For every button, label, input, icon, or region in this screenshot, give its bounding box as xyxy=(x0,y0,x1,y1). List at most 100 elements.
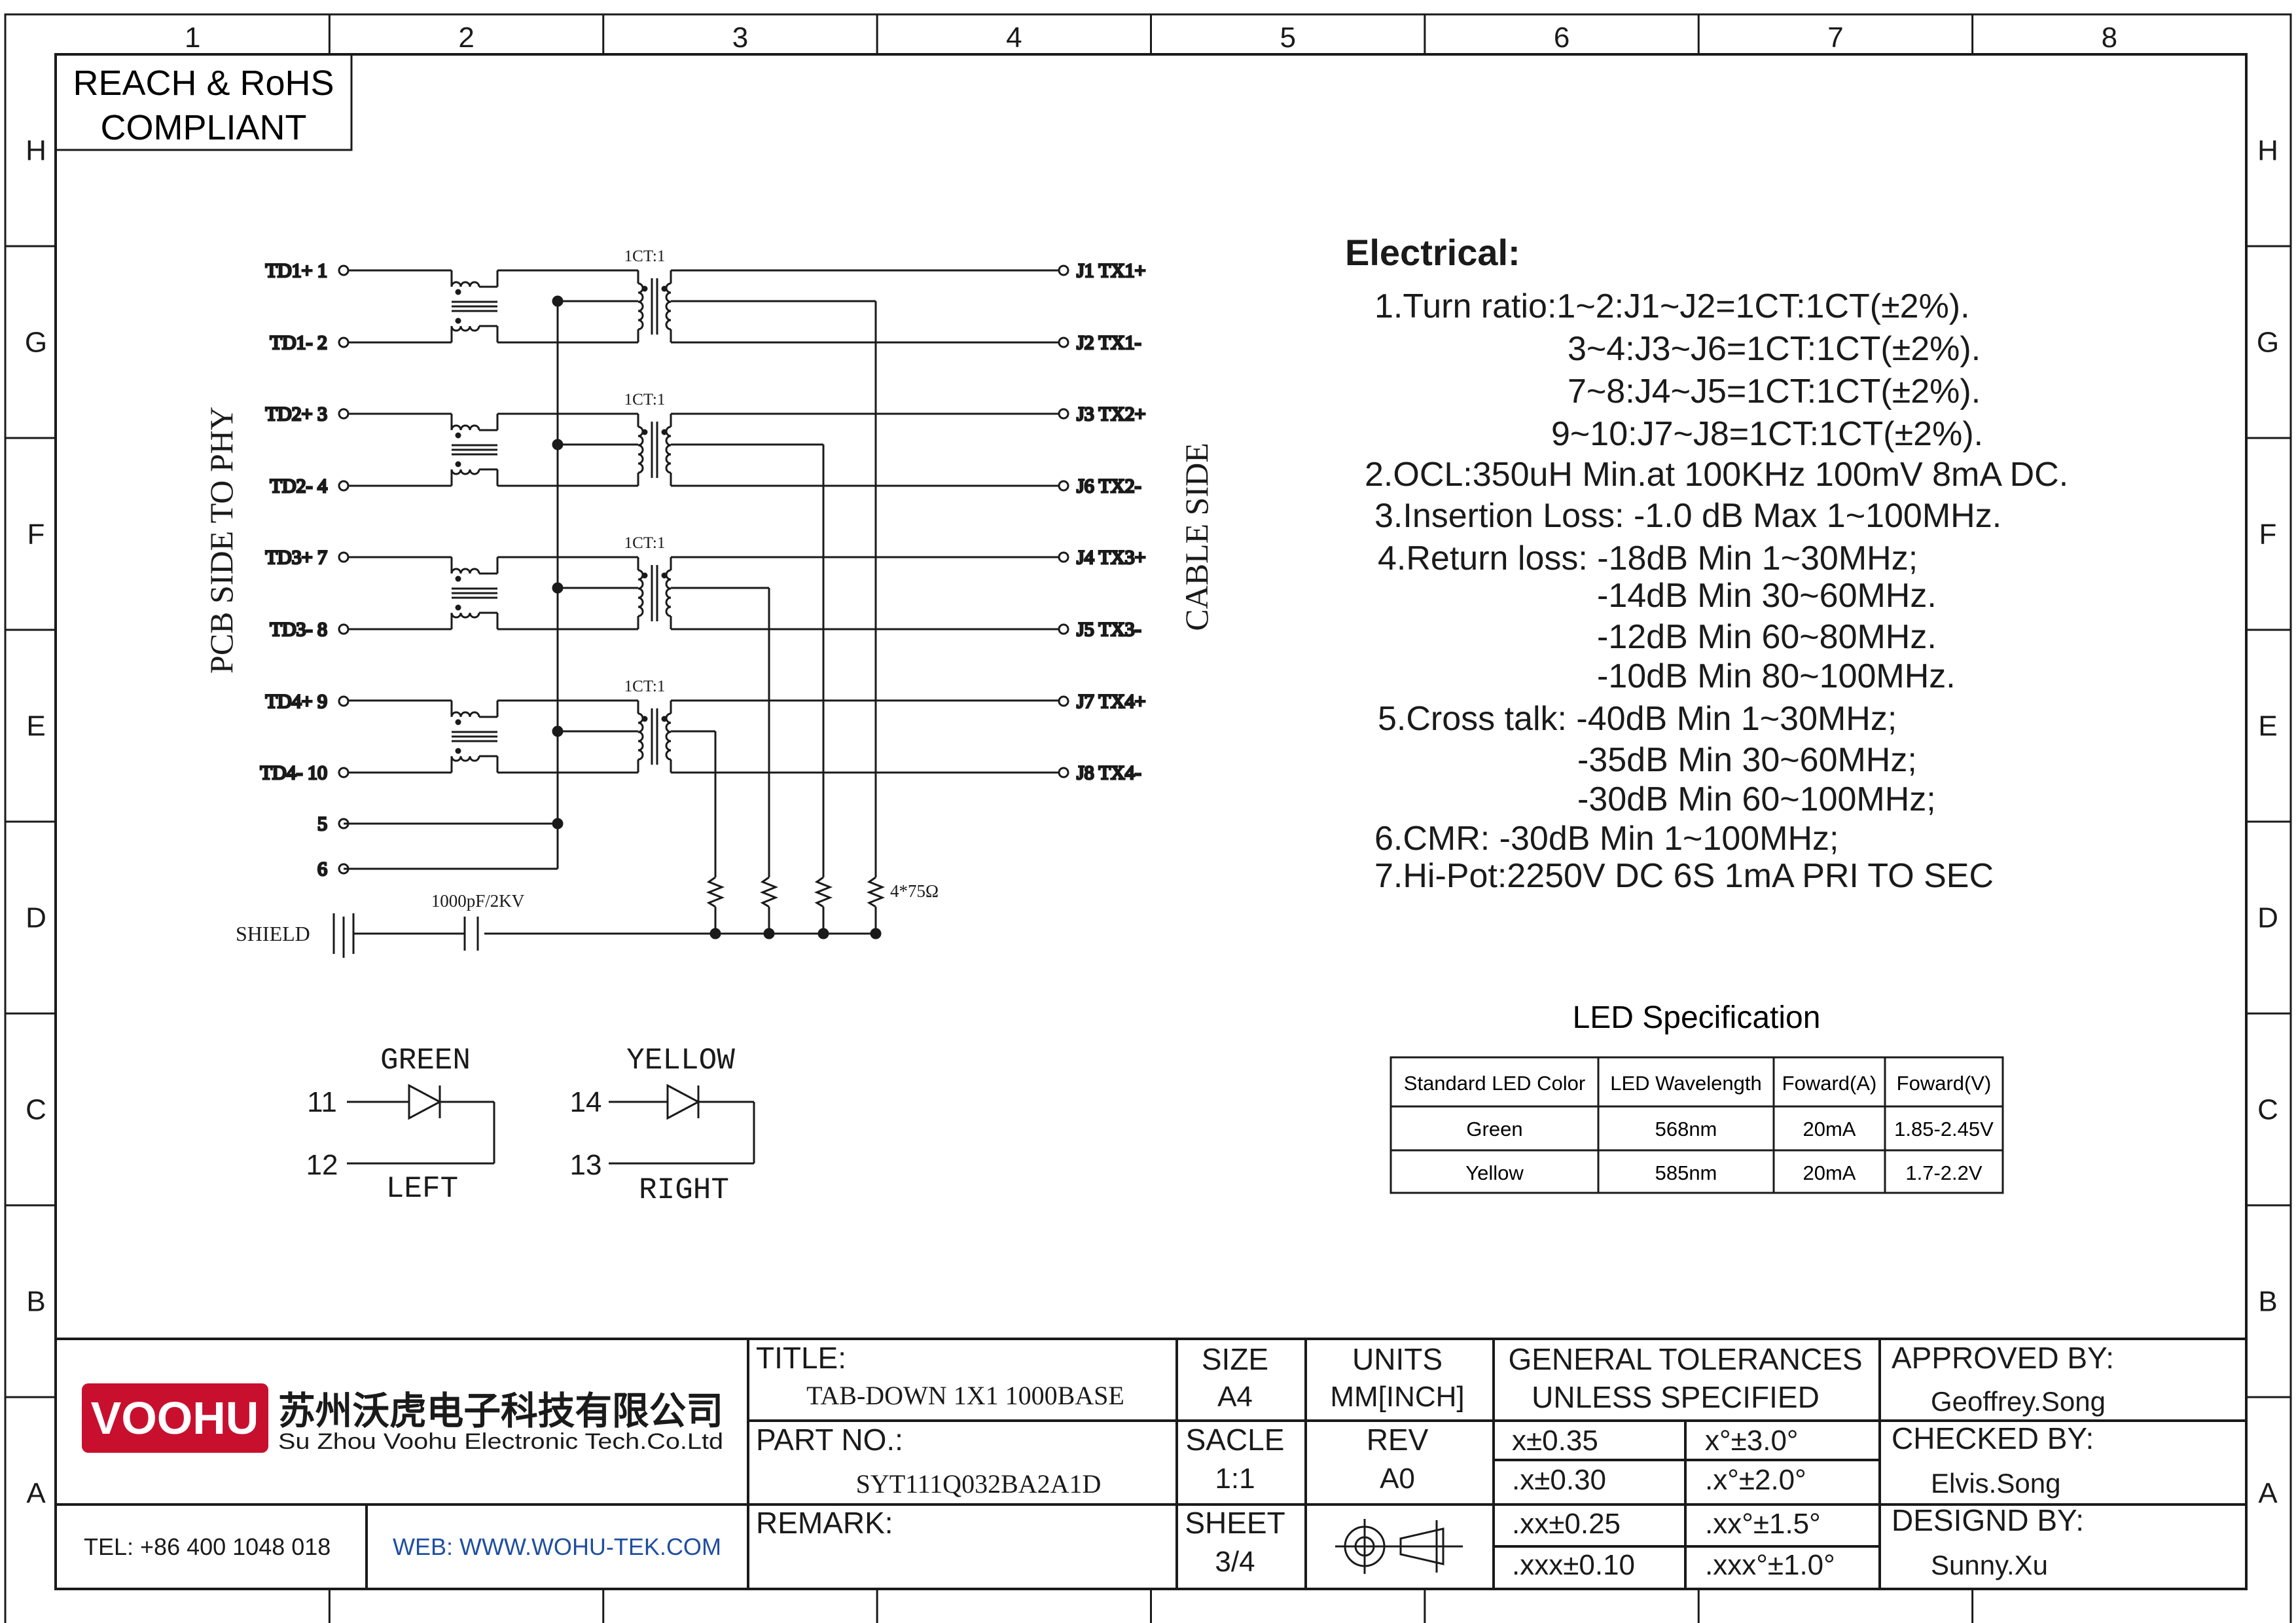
electrical-heading: Electrical: xyxy=(1345,232,1520,273)
grid-column-label: 5 xyxy=(1280,22,1295,54)
compliance-line-1: REACH & RoHS xyxy=(73,64,334,103)
pin-terminal xyxy=(338,695,350,707)
tolerance-linear: .xxx±0.10 xyxy=(1512,1549,1635,1581)
checked-label: CHECKED BY: xyxy=(1892,1421,2094,1455)
grid-column-label: 3 xyxy=(732,22,748,54)
electrical-spec-line: 9~10:J7~J8=1CT:1CT(±2%). xyxy=(1551,415,1983,453)
left-pin-label: TD1- 2 xyxy=(270,332,327,354)
right-pin-label: J5 TX3- xyxy=(1077,619,1141,640)
right-pin-label: J3 TX2+ xyxy=(1077,403,1146,425)
led-table-cell: 20mA xyxy=(1803,1118,1856,1140)
grid-column-label: 2 xyxy=(458,22,474,54)
grid-row-label-left: B xyxy=(26,1286,45,1318)
led-schematic: GREEN 11 12 LEFT YELLOW 14 13 RIGHT xyxy=(306,1044,755,1207)
sheet-label: SHEET xyxy=(1185,1506,1285,1540)
tolerance-title-1: GENERAL TOLERANCES xyxy=(1508,1342,1862,1376)
right-pin-label: J6 TX2- xyxy=(1077,475,1141,497)
part-no-value: SYT111Q032BA2A1D xyxy=(856,1469,1102,1499)
grid-row-label-right: F xyxy=(2259,519,2277,551)
termination-resistor xyxy=(759,876,779,939)
approved-value: Geoffrey.Song xyxy=(1931,1386,2106,1417)
rev-value: A0 xyxy=(1380,1463,1415,1495)
grid-row-label-left: A xyxy=(26,1478,46,1510)
led-table-header: Standard LED Color xyxy=(1404,1072,1585,1095)
grid-row-label-right: E xyxy=(2258,710,2277,742)
transformer-ratio-label: 1CT:1 xyxy=(624,247,666,265)
transformer-ratio-label: 1CT:1 xyxy=(624,391,666,409)
pin-terminal xyxy=(338,264,350,276)
led-table-cell: Yellow xyxy=(1465,1161,1524,1184)
electrical-spec-line: 3~4:J3~J6=1CT:1CT(±2%). xyxy=(1568,330,1981,368)
pin-terminal xyxy=(338,551,350,563)
tolerance-angular: .xx°±1.5° xyxy=(1705,1508,1821,1540)
designed-label: DESIGND BY: xyxy=(1892,1503,2084,1537)
sheet-frame xyxy=(4,13,2292,1623)
electrical-spec-line: 1.Turn ratio:1~2:J1~J2=1CT:1CT(±2%). xyxy=(1374,287,1970,325)
led-table-cell: 568nm xyxy=(1655,1118,1717,1140)
contact-tel: TEL: +86 400 1048 018 xyxy=(84,1533,331,1560)
company-name-cn: 苏州沃虎电子科技有限公司 xyxy=(278,1390,723,1432)
third-angle-projection-icon xyxy=(1335,1519,1463,1574)
size-value: A4 xyxy=(1217,1381,1253,1413)
grid-row-label-left: C xyxy=(26,1094,46,1126)
transformer-ratio-label: 1CT:1 xyxy=(624,678,666,695)
right-pin-label: J8 TX4- xyxy=(1077,762,1141,784)
pin-terminal xyxy=(1058,767,1069,778)
tolerance-linear: .x±0.30 xyxy=(1512,1464,1606,1496)
grid-row-label-right: A xyxy=(2258,1478,2278,1510)
green-led-label: GREEN xyxy=(380,1044,471,1078)
right-pin-label: J4 TX3+ xyxy=(1077,547,1146,568)
yellow-led-label: YELLOW xyxy=(626,1044,735,1078)
grid-column-label: 1 xyxy=(185,22,200,54)
electrical-spec-line: 3.Insertion Loss: -1.0 dB Max 1~100MHz. xyxy=(1374,497,2001,535)
grid-row-label-left: D xyxy=(26,902,46,934)
led-table-cell: Green xyxy=(1466,1118,1522,1140)
grid-row-label-right: B xyxy=(2258,1286,2277,1318)
grid-row-label-left: H xyxy=(26,135,46,167)
yellow-led-diode xyxy=(666,1084,701,1120)
title-block-text: VOOHU 苏州沃虎电子科技有限公司 Su Zhou Voohu Electro… xyxy=(82,1341,2114,1581)
pin-terminal xyxy=(1058,623,1069,635)
sheet-value: 3/4 xyxy=(1215,1546,1255,1578)
pcb-side-label: PCB SIDE TO PHY xyxy=(203,407,240,674)
electrical-spec-line: -35dB Min 30~60MHz; xyxy=(1577,741,1917,779)
resistor-label: 4*75Ω xyxy=(890,881,939,901)
grid-column-label: 8 xyxy=(2102,22,2117,54)
pin-terminal xyxy=(338,337,350,348)
electrical-spec-line: 6.CMR: -30dB Min 1~100MHz; xyxy=(1374,820,1839,858)
left-pin-label: 6 xyxy=(317,858,327,880)
electrical-spec-line: 5.Cross talk: -40dB Min 1~30MHz; xyxy=(1378,700,1897,738)
left-pin-label: TD4- 10 xyxy=(260,762,327,784)
scale-value: 1:1 xyxy=(1215,1463,1255,1495)
pin-terminal xyxy=(1058,695,1069,707)
pin-terminal xyxy=(1058,264,1069,276)
grid-row-label-right: G xyxy=(2257,327,2279,359)
junction-dot xyxy=(552,818,564,830)
grid-column-label: 4 xyxy=(1006,22,1022,54)
cable-side-label: CABLE SIDE xyxy=(1178,443,1215,631)
led-table-cell: 1.85-2.45V xyxy=(1894,1118,1994,1140)
electrical-spec-line: -30dB Min 60~100MHz; xyxy=(1577,780,1936,818)
pin-terminal xyxy=(1058,337,1069,348)
pin-terminal xyxy=(338,480,350,492)
tolerance-angular: .x°±2.0° xyxy=(1705,1464,1806,1496)
designed-value: Sunny.Xu xyxy=(1931,1550,2048,1580)
grid-column-label: 6 xyxy=(1554,22,1570,54)
part-no-label: PART NO.: xyxy=(756,1423,903,1457)
transformer-channel: 1CT:1 xyxy=(348,534,1059,877)
tolerance-angular: x°±3.0° xyxy=(1705,1425,1799,1457)
left-pin-label: TD2- 4 xyxy=(270,475,327,497)
contact-web: WEB: WWW.WOHU-TEK.COM xyxy=(393,1533,721,1560)
left-pin-label: 5 xyxy=(317,813,327,835)
logo-text: VOOHU xyxy=(91,1393,259,1444)
electrical-spec-line: 7~8:J4~J5=1CT:1CT(±2%). xyxy=(1568,373,1981,410)
size-label: SIZE xyxy=(1202,1342,1268,1376)
right-pin-label: J1 TX1+ xyxy=(1077,260,1146,282)
transformer-channel: 1CT:1 xyxy=(348,678,1059,877)
compliance-box: REACH & RoHS COMPLIANT xyxy=(54,53,353,151)
grid-row-label-left: E xyxy=(26,710,45,742)
grid-row-label-left: F xyxy=(27,519,45,551)
